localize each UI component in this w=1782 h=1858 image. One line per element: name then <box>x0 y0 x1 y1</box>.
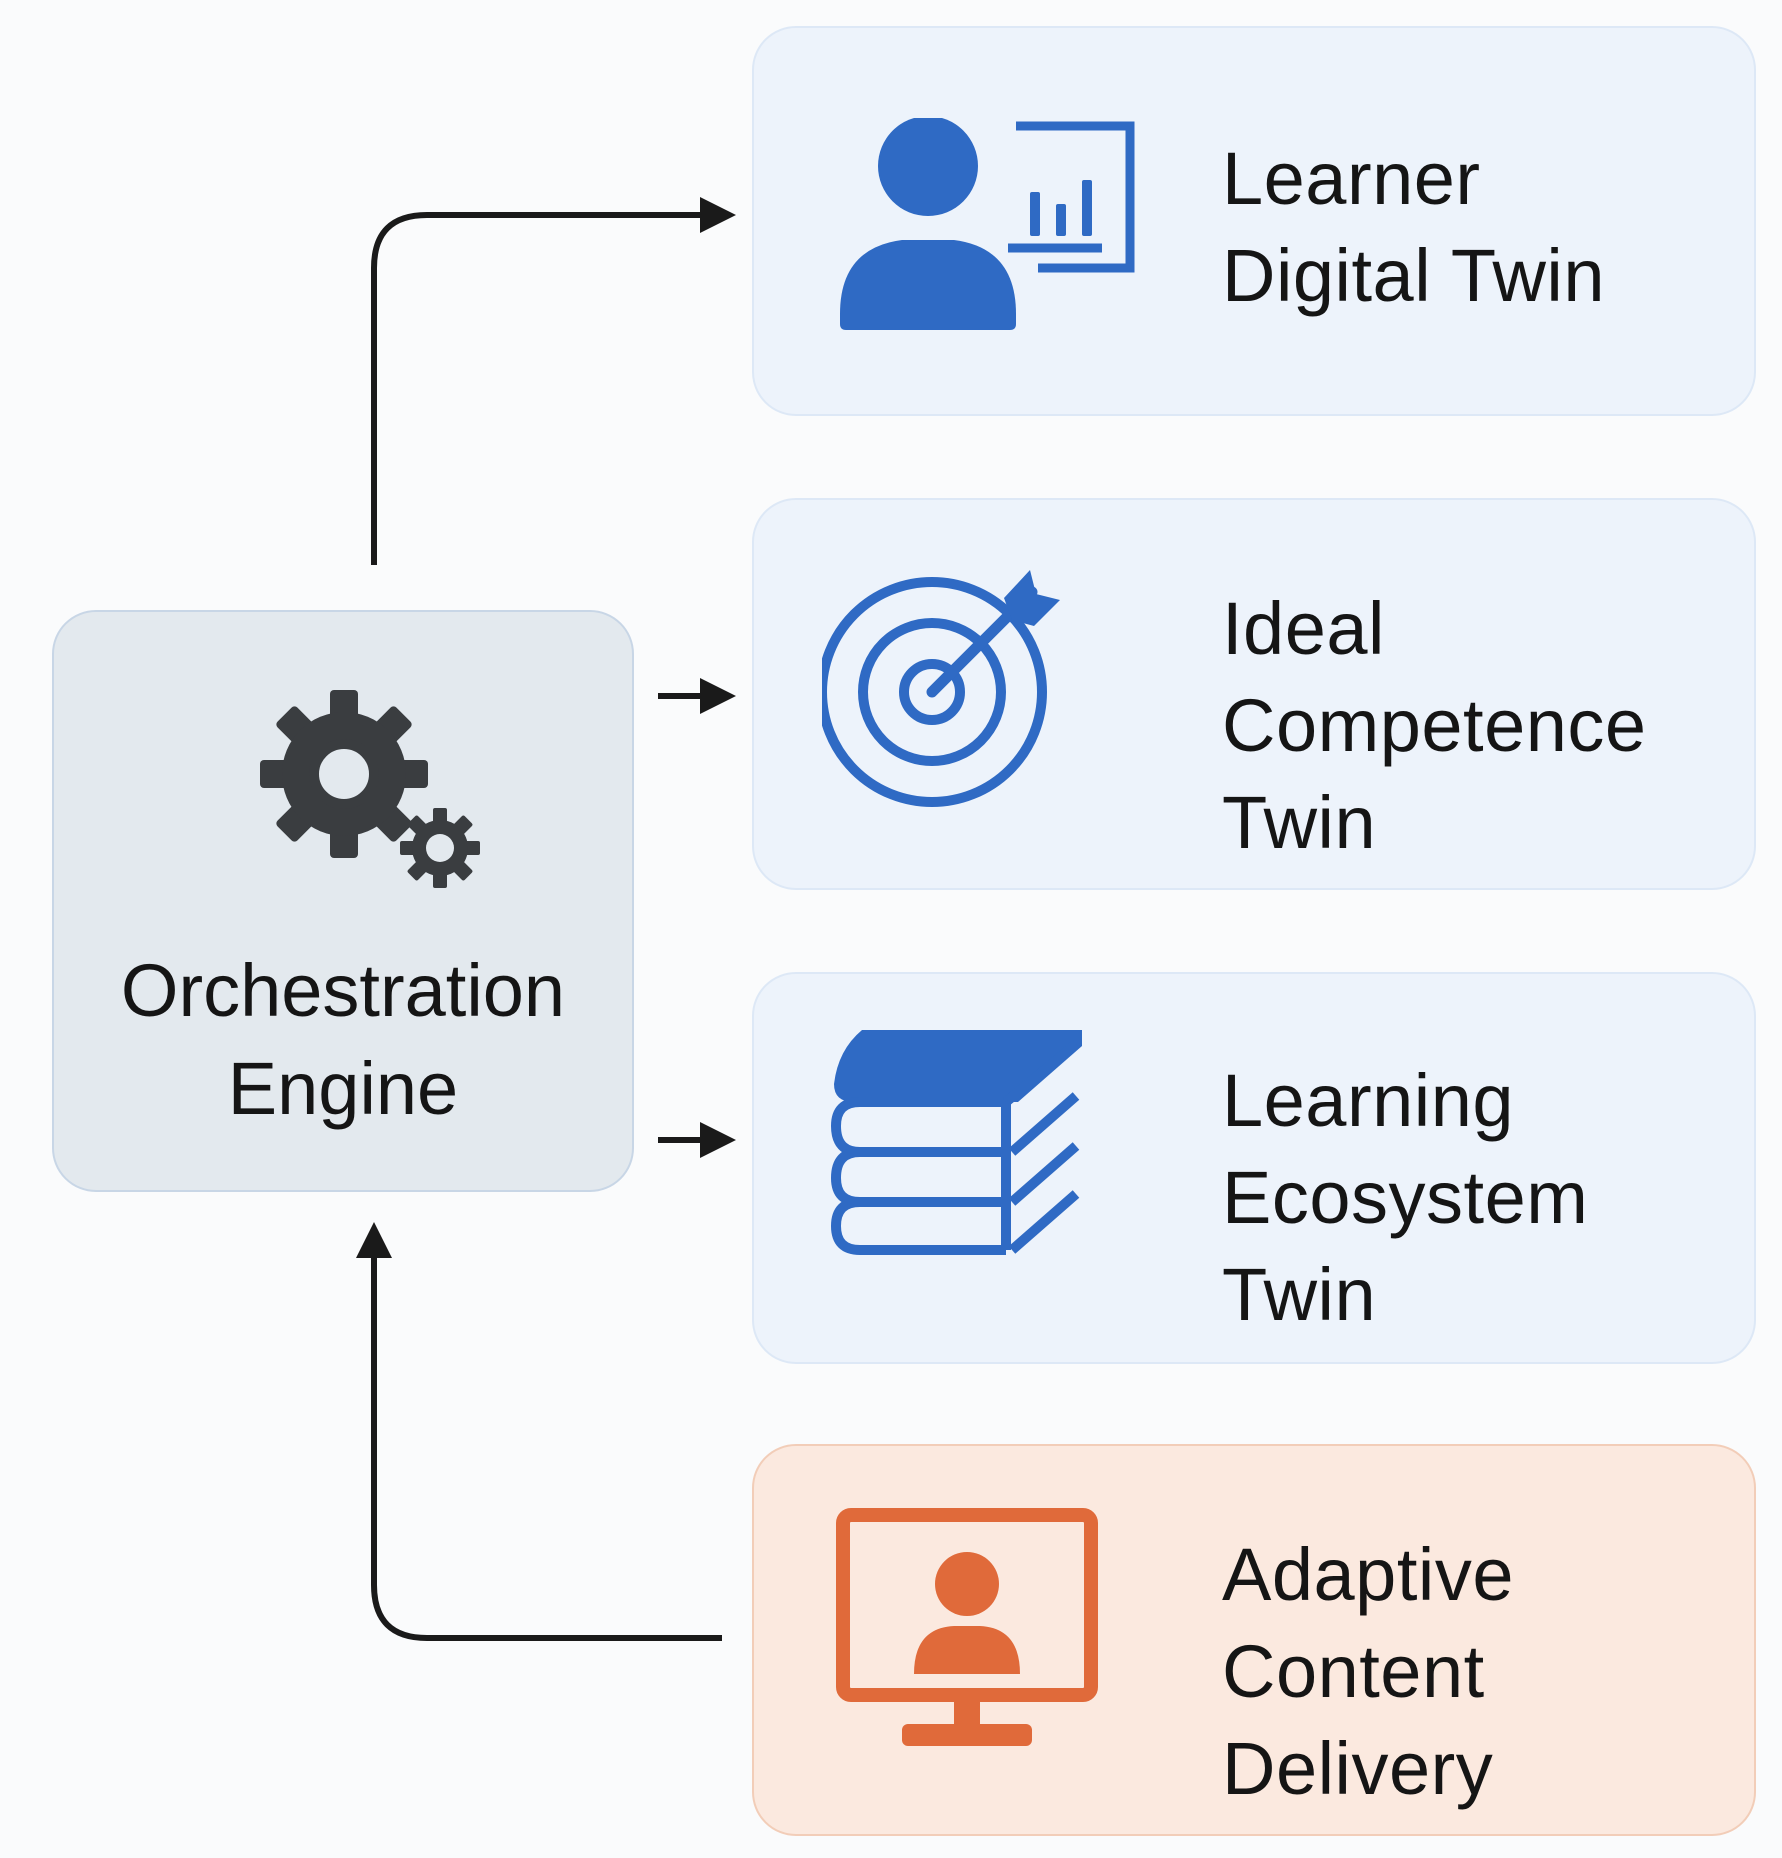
adaptive-content-delivery-label: Adaptive Content Delivery <box>1222 1526 1514 1817</box>
content-delivery-line-1: Adaptive <box>1222 1533 1514 1616</box>
content-delivery-line-3: Delivery <box>1222 1727 1494 1810</box>
engine-label: Orchestration Engine <box>54 942 632 1138</box>
engine-label-line-1: Orchestration <box>120 949 566 1032</box>
learner-twin-line-1: Learner <box>1222 137 1481 220</box>
arrow-to-learner-twin <box>371 212 705 565</box>
ecosystem-twin-line-2: Ecosystem <box>1222 1156 1589 1239</box>
adaptive-content-delivery-box <box>752 1444 1756 1836</box>
learner-digital-twin-box <box>752 26 1756 416</box>
competence-twin-line-1: Ideal <box>1222 587 1385 670</box>
learner-digital-twin-label: Learner Digital Twin <box>1222 130 1605 324</box>
ideal-competence-twin-box <box>752 498 1756 890</box>
ideal-competence-twin-label: Ideal Competence Twin <box>1222 580 1647 871</box>
orchestration-engine-box: Orchestration Engine <box>52 610 634 1192</box>
ecosystem-twin-line-1: Learning <box>1222 1059 1515 1142</box>
gears-icon <box>260 690 480 888</box>
user-chart-icon <box>840 118 1135 330</box>
content-delivery-line-2: Content <box>1222 1630 1485 1713</box>
competence-twin-line-2: Competence <box>1222 684 1647 767</box>
competence-twin-line-3: Twin <box>1222 781 1377 864</box>
ecosystem-twin-line-3: Twin <box>1222 1253 1377 1336</box>
engine-label-line-2: Engine <box>227 1047 459 1130</box>
target-arrow-icon <box>822 570 1060 807</box>
learning-ecosystem-twin-label: Learning Ecosystem Twin <box>1222 1052 1588 1343</box>
arrow-from-content-delivery <box>371 1254 722 1641</box>
learner-twin-line-2: Digital Twin <box>1222 234 1606 317</box>
books-icon <box>831 1030 1082 1255</box>
learning-ecosystem-twin-box <box>752 972 1756 1364</box>
monitor-user-icon <box>836 1508 1098 1746</box>
